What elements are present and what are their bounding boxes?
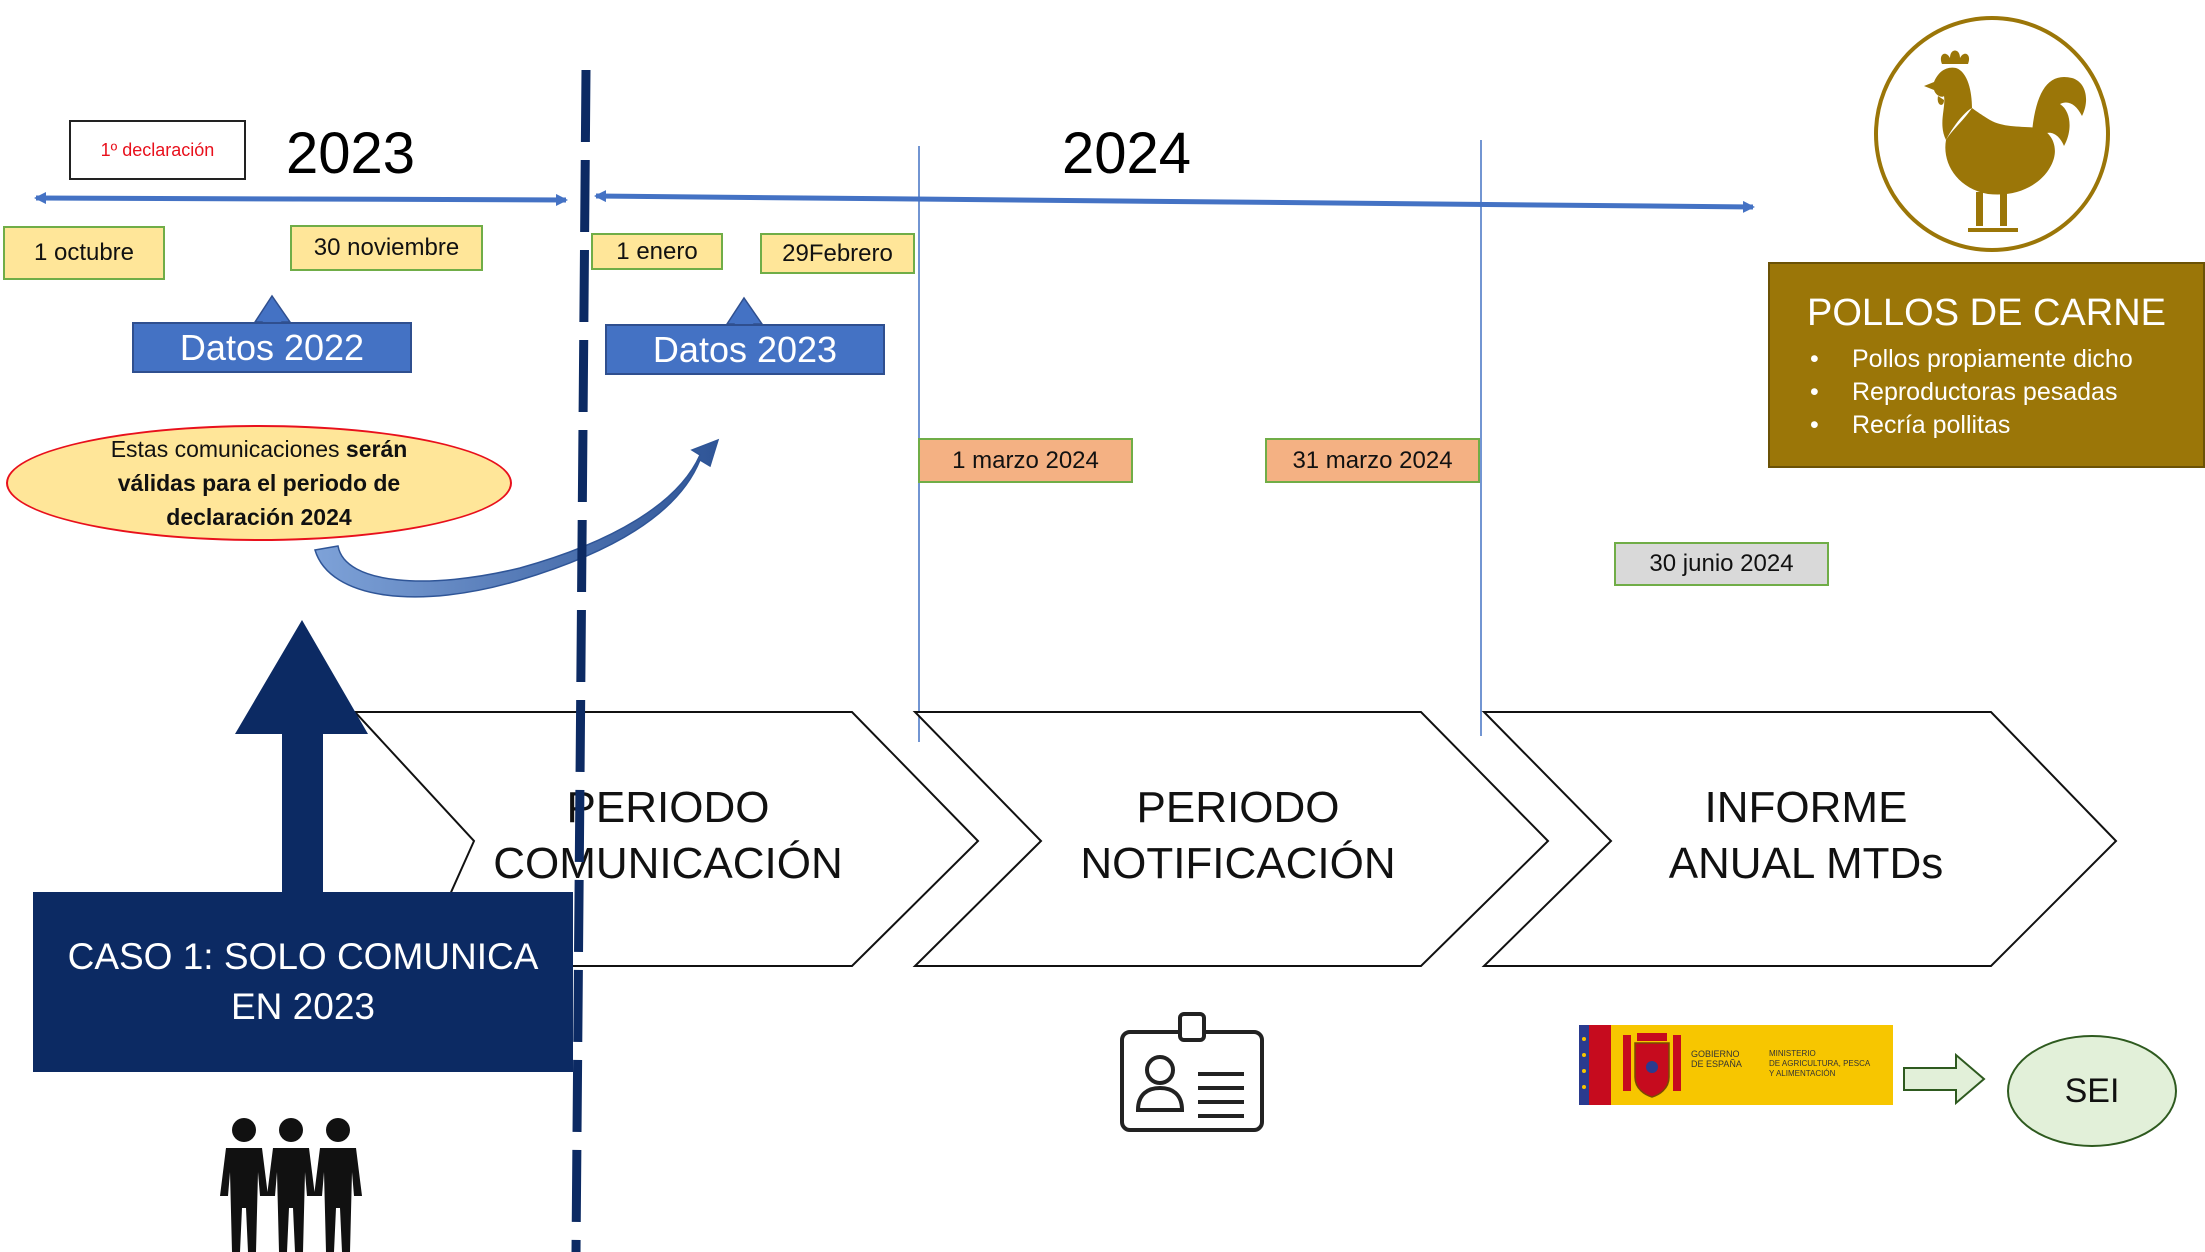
note-bold-1: serán <box>345 436 408 462</box>
gov-line1: GOBIERNO <box>1691 1049 1740 1059</box>
date-30-noviembre: 30 noviembre <box>290 225 483 271</box>
first-declaration-label: 1º declaración <box>69 120 246 180</box>
sei-ellipse: SEI <box>2007 1035 2177 1147</box>
caso-line2: EN 2023 <box>231 986 375 1027</box>
note-ellipse: Estas comunicaciones serán válidas para … <box>6 425 512 541</box>
phase-informe-label: INFORME ANUAL MTDs <box>1586 780 2026 892</box>
year-2023: 2023 <box>286 121 416 186</box>
note-text: Estas comunicaciones <box>110 436 346 462</box>
phase-informe-line2: ANUAL MTDs <box>1668 839 1944 888</box>
datos-2022-box: Datos 2022 <box>132 322 412 373</box>
gov-min2: DE AGRICULTURA, PESCA <box>1769 1059 1871 1068</box>
spain-coat-of-arms-icon <box>1579 1025 1681 1105</box>
poultry-item: Pollos propiamente dicho <box>1810 343 2203 376</box>
chevron-informe <box>1481 711 2118 967</box>
id-card-icon <box>1120 1012 1264 1132</box>
date-31-marzo-2024: 31 marzo 2024 <box>1265 438 1480 483</box>
phase-notificacion-label: PERIODO NOTIFICACIÓN <box>1018 780 1458 892</box>
caso-1-box: CASO 1: SOLO COMUNICA EN 2023 <box>33 892 573 1072</box>
gov-spain-logo: GOBIERNO DE ESPAÑA MINISTERIO DE AGRICUL… <box>1579 1025 1893 1105</box>
date-29-febrero: 29Febrero <box>760 233 915 274</box>
year-2024: 2024 <box>1062 121 1192 186</box>
poultry-title: POLLOS DE CARNE <box>1807 292 2166 334</box>
curved-arrow <box>314 438 720 598</box>
phase-comunicacion-line1: PERIODO <box>566 783 770 832</box>
phase-notificacion-line2: NOTIFICACIÓN <box>1080 839 1396 888</box>
phase-comunicacion-label: PERIODO COMUNICACIÓN <box>448 780 888 892</box>
caso-line1: CASO 1: SOLO COMUNICA <box>67 936 539 977</box>
people-icon <box>220 1118 362 1252</box>
date-1-octubre: 1 octubre <box>3 226 165 280</box>
date-1-marzo-2024: 1 marzo 2024 <box>918 438 1133 483</box>
timeline-2024-arrow <box>594 190 1755 213</box>
timeline-2023-arrow <box>34 192 568 206</box>
phase-informe-line1: INFORME <box>1704 783 1908 832</box>
big-up-arrow <box>235 620 368 892</box>
date-1-enero: 1 enero <box>591 233 723 270</box>
rooster-icon <box>1874 16 2110 252</box>
gov-min1: MINISTERIO <box>1769 1049 1816 1058</box>
gov-line2: DE ESPAÑA <box>1691 1059 1742 1069</box>
note-bold-3: declaración 2024 <box>166 504 352 530</box>
gov-min3: Y ALIMENTACIÓN <box>1769 1069 1836 1078</box>
poultry-panel: POLLOS DE CARNE Pollos propiamente dicho… <box>1768 262 2205 468</box>
poultry-item: Recría pollitas <box>1810 409 2203 442</box>
date-30-junio-2024: 30 junio 2024 <box>1614 542 1829 586</box>
poultry-item: Reproductoras pesadas <box>1810 376 2203 409</box>
poultry-list: Pollos propiamente dicho Reproductoras p… <box>1770 343 2203 442</box>
chevron-notificacion <box>912 711 1550 967</box>
year-divider-dashed <box>571 69 591 1252</box>
phase-notificacion-line1: PERIODO <box>1136 783 1340 832</box>
right-arrow-icon <box>1903 1052 1986 1106</box>
note-bold-2: válidas para el periodo de <box>117 470 401 496</box>
datos-2023-box: Datos 2023 <box>605 324 885 375</box>
phase-comunicacion-line2: COMUNICACIÓN <box>493 839 843 888</box>
